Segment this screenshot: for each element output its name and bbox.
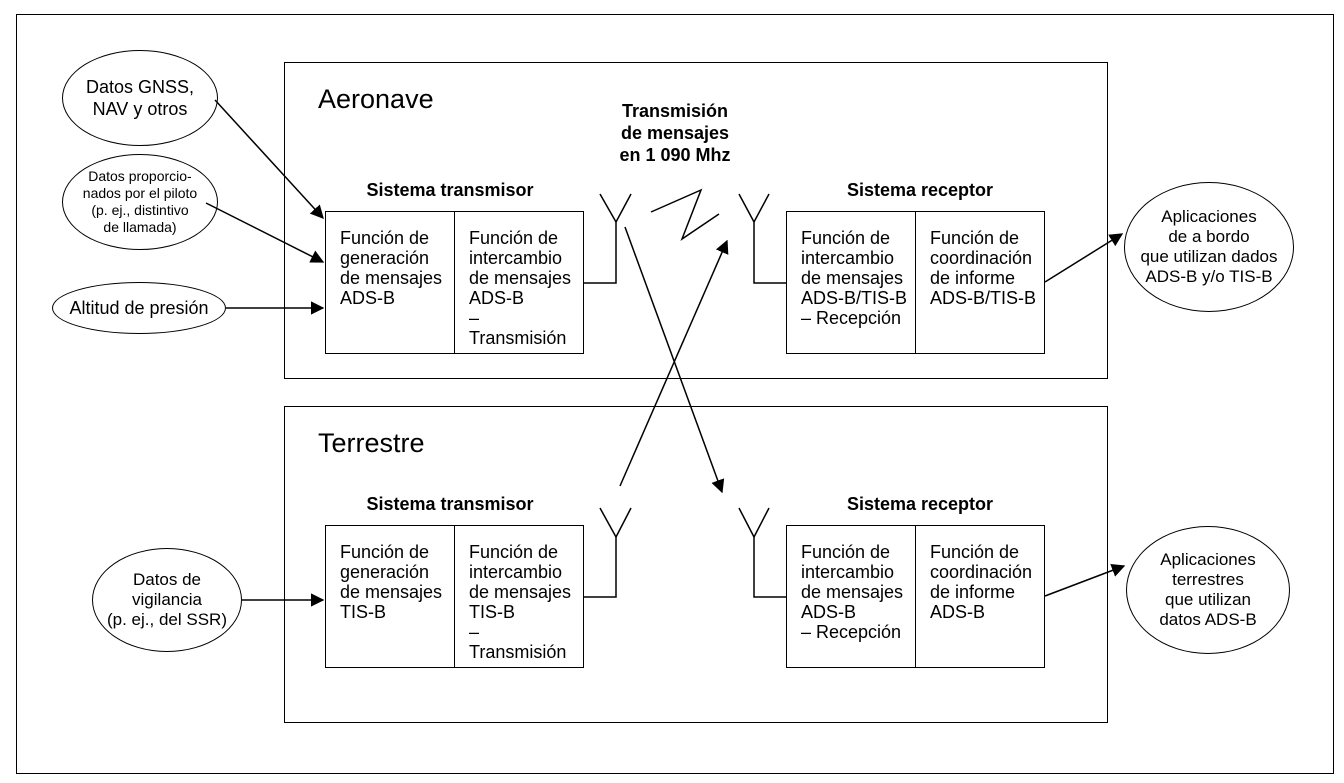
ground-receiver-title: Sistema receptor [846, 494, 994, 514]
transmission-label: Transmisión de mensajes en 1 090 Mhz [619, 101, 731, 165]
aircraft-rx-coordination-function: Función de coordinación de informe ADS-B… [915, 212, 1046, 353]
ground-panel-title: Terrestre [318, 428, 425, 458]
ground-rx-exchange-function: Función de intercambio de mensajes ADS-B… [801, 542, 904, 642]
aircraft-panel-title: Aeronave [318, 84, 434, 114]
aircraft-receiver-title: Sistema receptor [846, 180, 994, 200]
ground-rx-coordination-function: Función de coordinación de informe ADS-B [915, 526, 1046, 667]
ground-applications-ellipse: Aplicaciones terrestres que utilizan dat… [1126, 526, 1290, 654]
aircraft-tx-generation-function: Función de generación de mensajes ADS-B [340, 228, 443, 308]
aircraft-transmitter-box: Función de generación de mensajes ADS-B … [325, 211, 584, 354]
aircraft-rx-exchange-function: Función de intercambio de mensajes ADS-B… [801, 228, 908, 328]
aircraft-tx-exchange-function: Función de intercambio de mensajes ADS-B… [454, 212, 585, 353]
ground-tx-exchange-function: Función de intercambio de mensajes TIS-B… [454, 526, 585, 667]
pressure-altitude-ellipse: Altitud de presión [52, 282, 226, 334]
ground-transmitter-title: Sistema transmisor [366, 494, 534, 514]
gnss-data-ellipse: Datos GNSS, NAV y otros [62, 50, 218, 146]
surveillance-data-ellipse: Datos de vigilancia (p. ej., del SSR) [92, 548, 242, 652]
onboard-applications-ellipse: Aplicaciones de a bordo que utilizan dad… [1124, 182, 1294, 312]
ground-transmitter-box: Función de generación de mensajes TIS-B … [325, 525, 584, 668]
aircraft-transmitter-title: Sistema transmisor [366, 180, 534, 200]
pilot-data-ellipse: Datos proporcio- nados por el piloto (p.… [62, 154, 218, 250]
aircraft-receiver-box: Función de intercambio de mensajes ADS-B… [786, 211, 1045, 354]
ground-tx-generation-function: Función de generación de mensajes TIS-B [340, 542, 443, 622]
ground-receiver-box: Función de intercambio de mensajes ADS-B… [786, 525, 1045, 668]
diagram-frame [16, 14, 1334, 774]
